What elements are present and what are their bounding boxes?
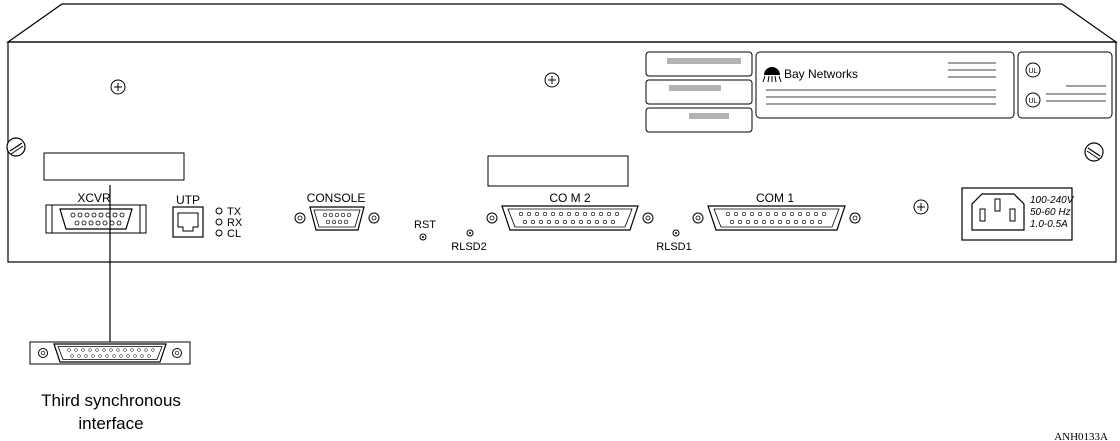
led-icon [215,229,223,237]
led-icon [215,207,223,215]
power-voltage-text: 100-240V [1030,195,1075,206]
xcvr-label: XCVR [77,191,111,205]
screw-icon [544,72,560,88]
power-pin-icon [979,208,986,222]
utp-rj45-port [172,206,204,238]
com2-port [486,205,654,231]
barcode-labels [645,51,753,133]
blank-label-area [43,152,185,181]
xcvr-port [45,204,147,234]
brand-name: Bay Networks [784,67,858,81]
power-pin-icon [994,198,1001,212]
power-inlet [961,187,1073,241]
rlsd1-label: RLSD1 [656,241,691,253]
power-frequency-text: 50-60 Hz [1030,207,1071,218]
utp-label: UTP [176,193,200,207]
ul-certification-label: UL UL [1017,51,1113,119]
com1-label: COM 1 [756,191,794,205]
led-cl-label: CL [227,228,241,240]
console-label: CONSOLE [307,191,366,205]
led-tx-label: TX [227,206,242,218]
utp-status-leds: TX RX CL [215,206,243,240]
com1-port [692,205,861,231]
barcode-label [645,51,753,77]
rlsd2-label: RLSD2 [451,241,486,253]
product-label: Bay Networks [755,51,1015,119]
blank-label-area [487,155,629,187]
screw-icon [913,199,929,215]
thumbscrew-icon [1084,142,1104,162]
power-pin-icon [1009,208,1016,222]
figure-id: ANH0133A [1054,431,1108,441]
barcode-label [645,107,753,133]
ul-mark-text: UL [1029,98,1038,105]
power-current-text: 1.0-0.5A [1030,219,1068,230]
barcode-stripes [667,58,741,119]
led-icon [215,218,223,226]
reset-button-icon [419,233,427,241]
rlsd2-led-icon [466,229,474,237]
thumbscrew-icon [6,137,26,157]
rst-label: RST [414,219,436,231]
third-sync-interface-connector [29,341,191,365]
ul-mark-icon [1025,92,1041,108]
led-rx-label: RX [227,217,243,229]
barcode-label [645,79,753,105]
console-port [294,206,380,231]
caption-line-2: interface [78,414,143,433]
com2-label: CO M 2 [549,191,591,205]
bay-networks-logo-icon [762,67,782,83]
caption-line-1: Third synchronous [41,391,181,410]
ul-mark-icon [1025,62,1041,78]
chassis-top-face [6,3,1118,43]
screw-icon [110,79,126,95]
ul-mark-text: UL [1029,68,1038,75]
rlsd1-led-icon [672,229,680,237]
